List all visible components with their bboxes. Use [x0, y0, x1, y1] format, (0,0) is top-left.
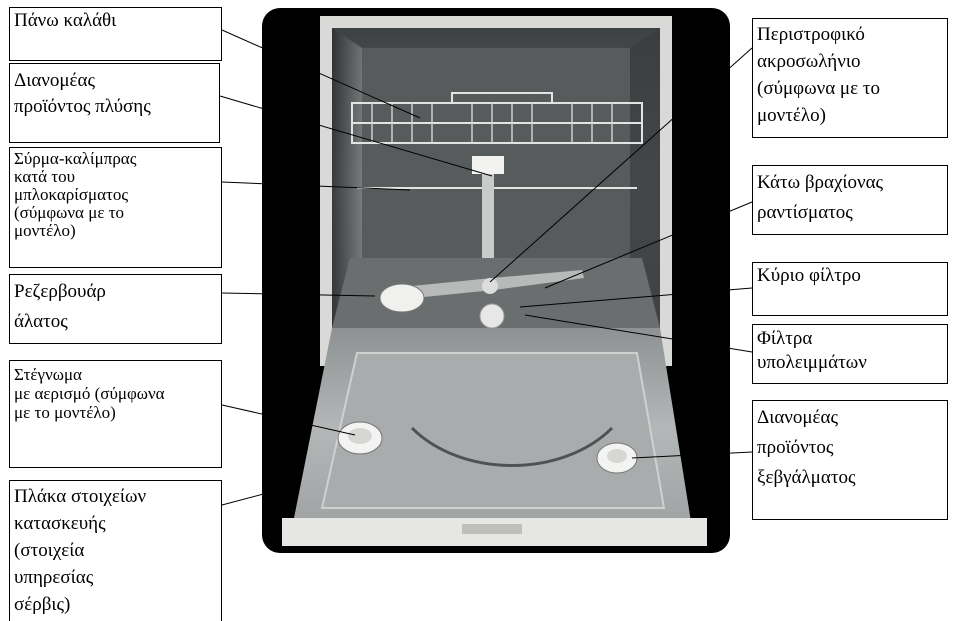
label-lower-spray-arm: Κάτω βραχίονας ραντίσματος — [752, 165, 948, 235]
label-anti-blocking-wire: Σύρμα-καλίμπρας κατά του μπλοκαρίσματος … — [9, 147, 222, 268]
label-residue-filters: Φίλτρα υπολειμμάτων — [752, 324, 948, 384]
label-main-filter: Κύριο φίλτρο — [752, 262, 948, 316]
label-rating-plate: Πλάκα στοιχείων κατασκευής (στοιχεία υπη… — [9, 480, 222, 621]
dishwasher-photo — [262, 8, 730, 553]
label-rinse-aid-dispenser: Διανομέας προϊόντος ξεβγάλματος — [752, 400, 948, 520]
label-detergent-dispenser: Διανομέας προϊόντος πλύσης — [9, 63, 220, 143]
label-rotating-nozzle: Περιστροφικό ακροσωλήνιο (σύμφωνα με το … — [752, 18, 948, 138]
label-ventilated-drying: Στέγνωμα με αερισμό (σύμφωνα με το μοντέ… — [9, 360, 222, 468]
label-upper-basket: Πάνω καλάθι — [9, 7, 222, 61]
label-salt-reservoir: Ρεζερβουάρ άλατος — [9, 274, 222, 344]
